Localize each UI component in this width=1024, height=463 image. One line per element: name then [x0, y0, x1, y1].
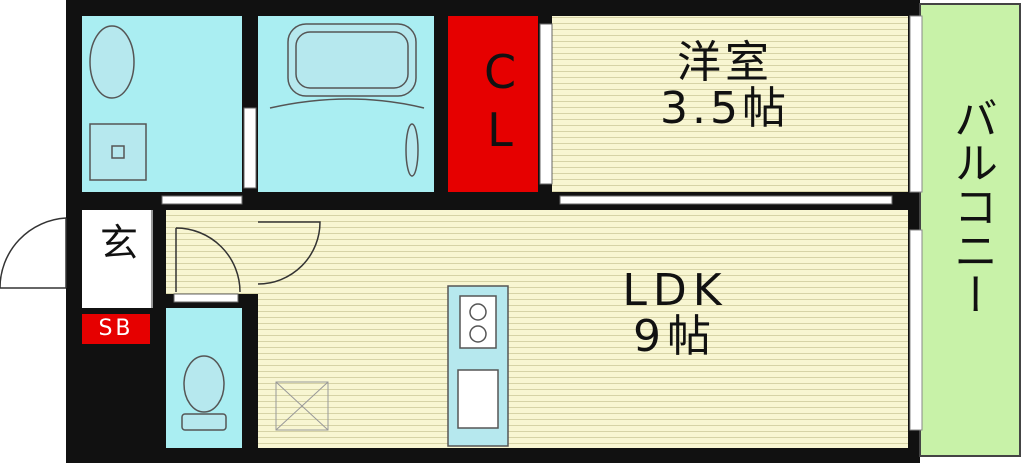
kitchen-sink [457, 369, 499, 429]
toilet-bowl [183, 355, 225, 413]
storage-hatch [275, 381, 329, 431]
drain-marker [111, 145, 125, 159]
entrance-label: 玄 [99, 221, 138, 265]
closet-door [539, 23, 553, 185]
bathroom-door [243, 107, 257, 189]
balcony-area [919, 3, 1021, 457]
storage-hatch-cross-b [275, 381, 329, 431]
entrance-floor [82, 210, 152, 308]
balcony-sash-lower [909, 229, 923, 431]
western-room-name: 洋室 [677, 37, 773, 88]
closet-label-bottom: L [487, 103, 513, 158]
closet-label-top: C [483, 45, 517, 99]
hall-floor [166, 210, 258, 294]
shoe-box-label: SB [82, 314, 150, 344]
western-room-size: 3.5帖 [660, 83, 790, 135]
toilet-door-swing [175, 227, 241, 293]
washbasin [89, 25, 135, 99]
sliding-door-western [559, 195, 893, 205]
western-room-label: 洋室 3.5帖 [600, 37, 850, 135]
outside-white [0, 200, 66, 310]
ldk-name: LDK [622, 265, 728, 316]
front-door-swing [0, 217, 67, 289]
ldk-floor [258, 210, 908, 448]
shower-curve [269, 98, 425, 109]
shower-fixture [405, 123, 419, 177]
closet-area [448, 16, 538, 192]
balcony-label: バルコニー [946, 96, 997, 316]
balcony-sash-upper [909, 15, 923, 193]
hall-door-swing [257, 221, 321, 285]
toilet-door [173, 293, 239, 303]
washroom-door [161, 195, 243, 205]
burner-bottom [469, 325, 487, 343]
burner-top [469, 303, 487, 321]
closet-label: C L [448, 48, 552, 155]
ldk-label: LDK 9帖 [560, 265, 790, 363]
ldk-size: 9帖 [633, 311, 717, 363]
washing-machine-pan [89, 123, 147, 181]
bathtub-inner [295, 31, 409, 89]
western-room-floor [552, 16, 908, 192]
toilet-tank [181, 413, 227, 431]
bathtub [287, 23, 417, 97]
